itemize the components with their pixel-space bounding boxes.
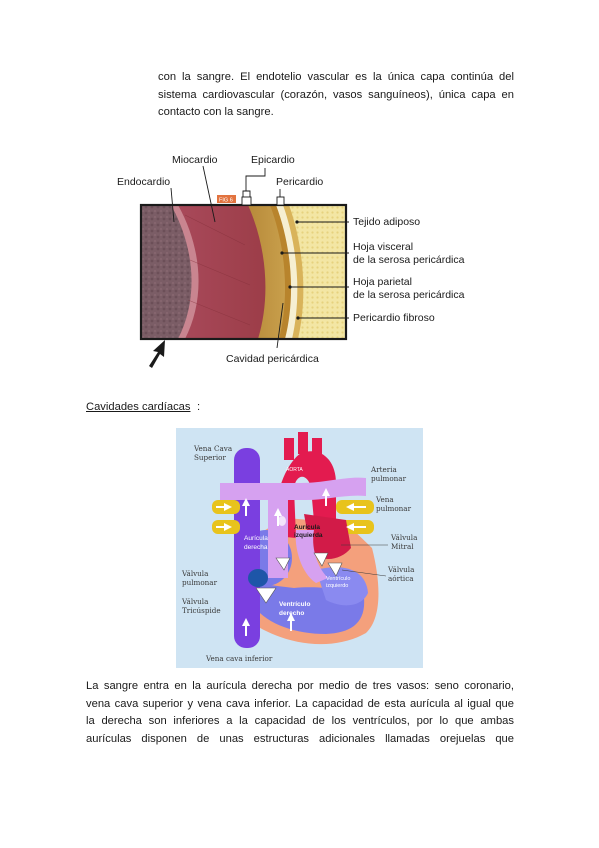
label-auricula-izquierda-1: Aurícula — [294, 524, 320, 531]
label-cavidad-pericardica: Cavidad pericárdica — [226, 353, 319, 365]
label-vena-cava-inferior: Vena cava inferior — [205, 654, 273, 663]
paragraph-line: la derecha son inferiores a la capacidad… — [86, 715, 514, 727]
paragraph-line: con la sangre. El endotelio vascular es … — [158, 71, 514, 83]
paragraph-line: vena cava superior y vena cava inferior.… — [86, 697, 514, 710]
label-ventriculo-izquierdo-2: izquierdo — [326, 583, 348, 589]
arrow-up-icon — [242, 498, 250, 516]
label-tejido-adiposo: Tejido adiposo — [353, 216, 420, 228]
arrow-right-icon — [216, 523, 232, 531]
label-hoja-parietal-1: Hoja parietal — [353, 276, 412, 288]
label-arteria-pulmonar-1: Arteria — [370, 465, 398, 474]
paragraph-line: sistema cardiovascular (corazón, vasos s… — [158, 88, 514, 101]
label-valvula-mitral-1: Válvula — [390, 533, 418, 542]
pulmonary-artery — [220, 477, 366, 578]
section-heading: Cavidades cardíacas — [86, 401, 191, 413]
label-valvula-tricuspide-1: Válvula — [181, 597, 209, 606]
label-valvula-aortica-2: aórtica — [388, 574, 414, 583]
label-vena-pulmonar-2: pulmonar — [376, 504, 412, 513]
pulmonary-valve — [275, 557, 291, 571]
label-vena-cava-superior-1: Vena Cava — [193, 444, 233, 453]
coronary-sinus — [248, 569, 268, 587]
label-vena-cava-superior-2: Superior — [194, 453, 226, 462]
label-ventriculo-izquierdo-1: Ventrículo — [326, 576, 350, 582]
arrow-right-icon — [216, 503, 232, 511]
label-miocardio: Miocardio — [172, 154, 218, 166]
label-endocardio: Endocardio — [117, 176, 170, 188]
paragraph-blood-flow: La sangre entra en la aurícula derecha p… — [86, 678, 514, 748]
arrow-up-icon — [274, 508, 282, 526]
label-valvula-aortica-1: Válvula — [387, 565, 415, 574]
arrow-up-icon — [242, 618, 250, 636]
arrow-left-icon — [346, 503, 366, 511]
label-valvula-mitral-2: Mitral — [391, 542, 414, 551]
arrow-up-icon — [322, 488, 330, 506]
label-valvula-tricuspide-2: Tricúspide — [182, 606, 221, 615]
label-auricula-derecha-1: Aurícula — [244, 535, 268, 542]
label-ventriculo-derecho-2: derecho — [279, 610, 304, 617]
cardiac-chambers-figure: Vena Cava Superior Arteria pulmonar Vena… — [176, 428, 423, 668]
label-arteria-pulmonar-2: pulmonar — [371, 474, 407, 483]
figure-tag — [217, 195, 236, 203]
arrow-up-icon — [287, 613, 295, 631]
label-valvula-pulmonar-2: pulmonar — [182, 578, 218, 587]
label-hoja-visceral-1: Hoja visceral — [353, 241, 413, 253]
paragraph-line: La sangre entra en la aurícula derecha p… — [86, 680, 514, 692]
label-pericardio-fibroso: Pericardio fibroso — [353, 312, 435, 324]
left-ventricle — [316, 567, 368, 606]
label-hoja-visceral-2: de la serosa pericárdica — [353, 254, 465, 266]
label-auricula-izquierda-2: izquierda — [294, 532, 323, 539]
label-hoja-parietal-2: de la serosa pericárdica — [353, 289, 465, 301]
label-vena-pulmonar-1: Vena — [375, 495, 394, 504]
mitral-valve — [313, 552, 329, 567]
paragraph-line: contacto con la sangre. — [158, 106, 274, 118]
arrow-left-icon — [346, 523, 366, 531]
tricuspid-valve — [255, 587, 277, 604]
label-pericardio: Pericardio — [276, 176, 323, 188]
left-atrium — [304, 514, 351, 560]
label-ventriculo-derecho-1: Ventrículo — [279, 601, 310, 608]
label-aorta-tag: AORTA — [286, 467, 303, 473]
paragraph-line: aurículas disponen de unas estructuras a… — [86, 732, 514, 745]
label-valvula-pulmonar-1: Válvula — [181, 569, 209, 578]
fibrous-pericardium-layer — [289, 205, 346, 339]
label-epicardio: Epicardio — [251, 154, 295, 166]
paragraph-intro: con la sangre. El endotelio vascular es … — [158, 69, 514, 122]
arrow-icon — [149, 340, 165, 368]
label-auricula-derecha-2: derecha — [244, 544, 268, 551]
figure-tag-label: FIG 6 — [219, 198, 233, 204]
aortic-valve — [327, 562, 343, 577]
